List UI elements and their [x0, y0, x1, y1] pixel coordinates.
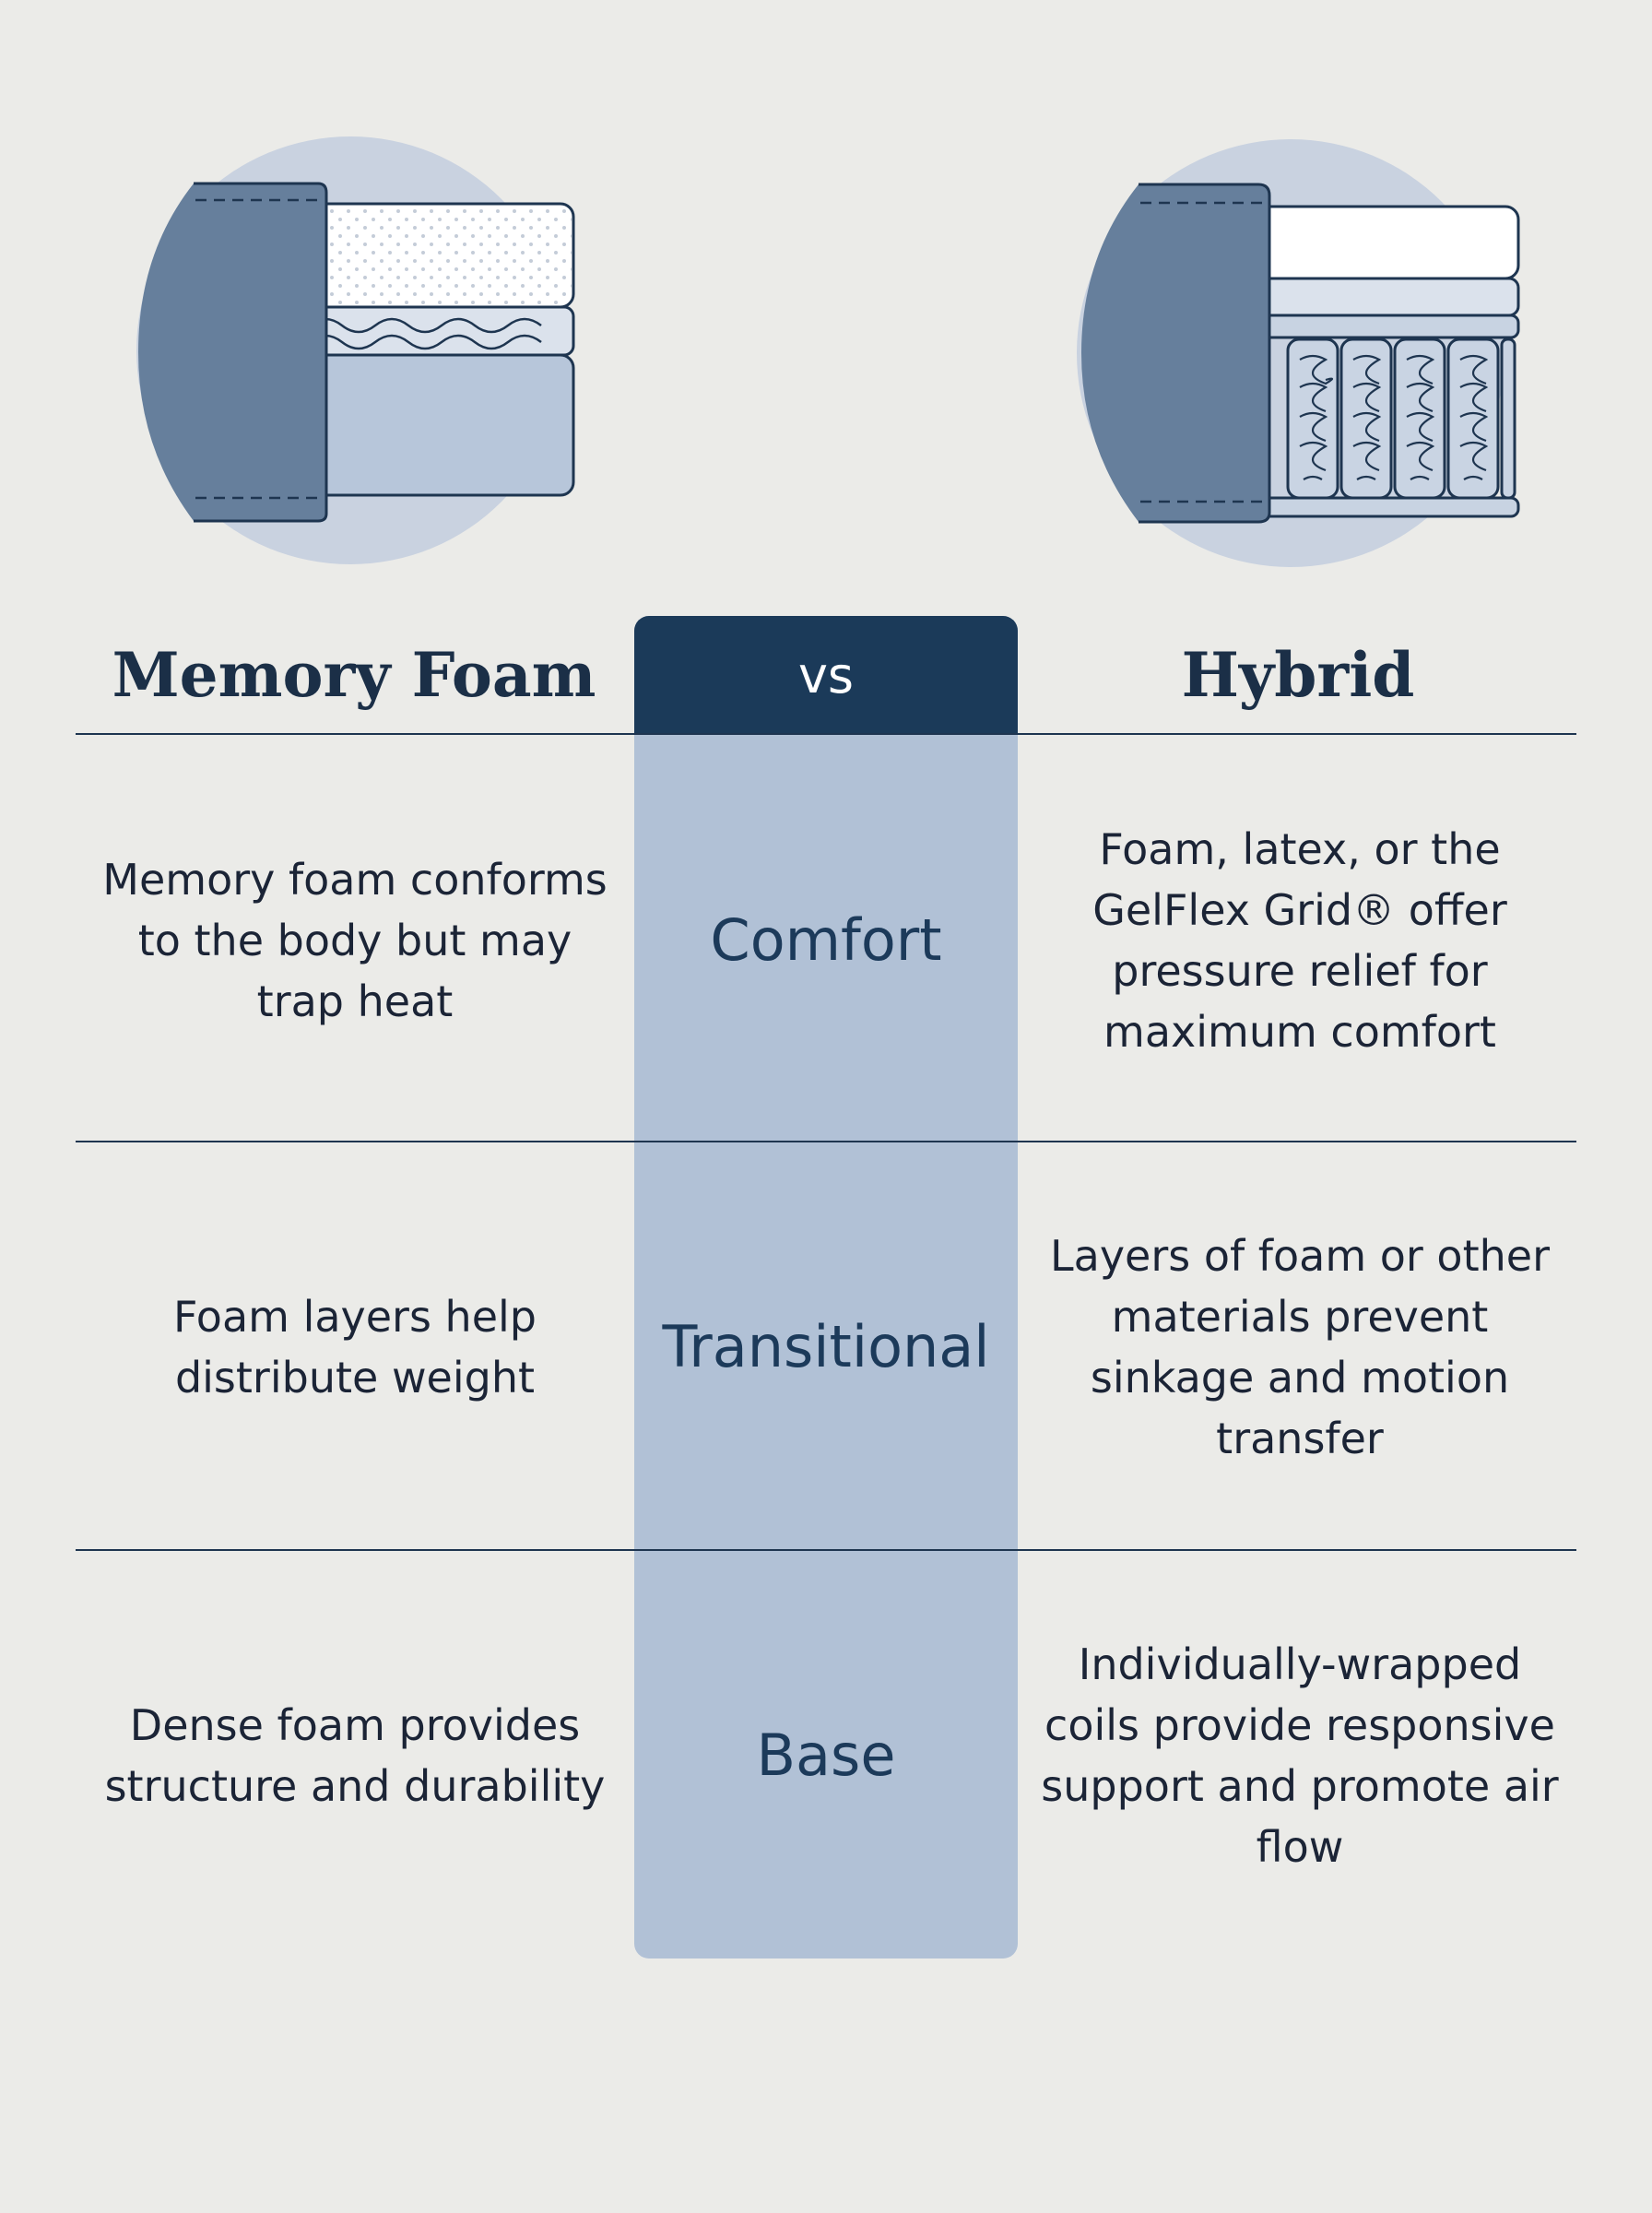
- transitional-label: Transitional: [662, 1313, 990, 1380]
- hybrid-mattress-icon: [1077, 139, 1520, 567]
- memory-foam-mattress-icon: [136, 136, 575, 564]
- transitional-hybrid-text: Layers of foam or other materials preven…: [1050, 1231, 1550, 1463]
- comfort-memory-foam-text: Memory foam conforms to the body but may…: [102, 855, 608, 1026]
- comfort-hybrid-text: Foam, latex, or the GelFlex Grid® offer …: [1092, 824, 1507, 1057]
- transitional-memory-foam-text: Foam layers help distribute weight: [172, 1292, 537, 1402]
- comfort-label: Comfort: [710, 906, 942, 974]
- base-label: Base: [756, 1722, 896, 1789]
- base-hybrid-text: Individually-wrapped coils provide respo…: [1041, 1639, 1559, 1872]
- vs-badge: vs: [634, 616, 1018, 734]
- memory-foam-title: Memory Foam: [112, 639, 596, 711]
- row-divider: [76, 1549, 1576, 1551]
- row-divider: [76, 1141, 1576, 1142]
- category-column: [634, 616, 1018, 1959]
- base-memory-foam-text: Dense foam provides structure and durabi…: [104, 1700, 606, 1811]
- hybrid-title: Hybrid: [1181, 639, 1415, 711]
- header-divider: [76, 733, 1576, 735]
